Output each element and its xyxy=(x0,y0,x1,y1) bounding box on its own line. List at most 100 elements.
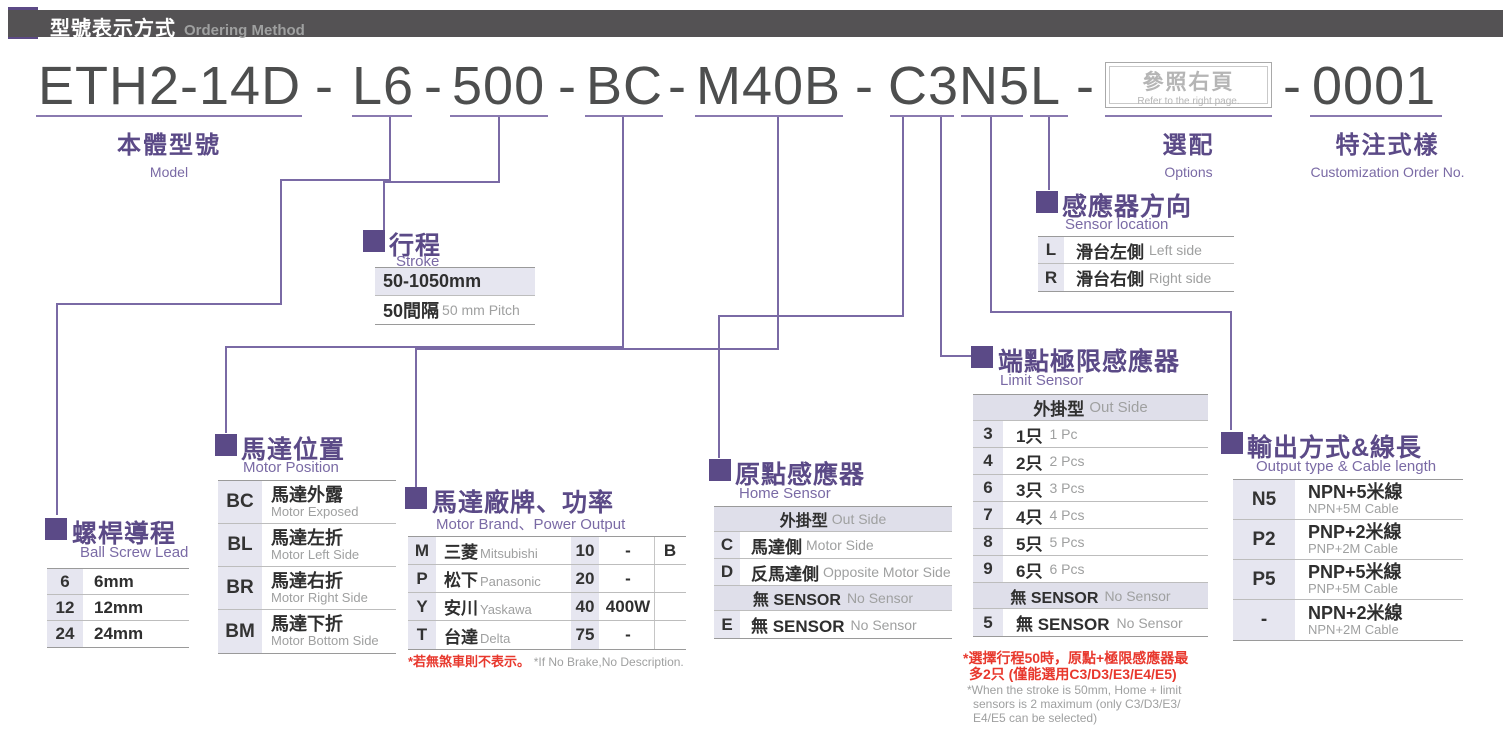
row-code: 6 xyxy=(973,475,1003,501)
connector-limit xyxy=(940,117,942,357)
group-en: No Sensor xyxy=(846,590,914,606)
motor-position-title: 馬達位置 xyxy=(241,436,346,464)
row-code: 4 xyxy=(973,448,1003,474)
row-cjk: NPN+2米線 xyxy=(1308,602,1403,623)
row-en: Motor Right Side xyxy=(271,589,368,605)
table-group-header: 外掛型 Out Side xyxy=(714,507,952,532)
row-cjk: 2只 xyxy=(1016,453,1043,473)
connector-brand xyxy=(415,348,417,487)
row-code: BL xyxy=(218,524,262,566)
model-seg-serial: 0001 xyxy=(1312,56,1437,116)
row-code: M xyxy=(408,537,436,564)
output-type-title: 輸出方式&線長 xyxy=(1247,434,1423,462)
table-row: 6 6mm xyxy=(47,569,189,595)
motor-position-table: BC 馬達外露 Motor Exposed BL 馬達左折 Motor Left… xyxy=(218,480,396,654)
table-row: 4 2只 2 Pcs xyxy=(973,448,1208,475)
home-sensor-subtitle: Home Sensor xyxy=(739,485,831,502)
page-title-en: Ordering Method xyxy=(184,22,305,39)
motor-brand-marker-icon xyxy=(405,487,427,509)
limit-sensor-table: 外掛型 Out Side 3 1只 1 Pc 4 2只 2 Pcs 6 3只 3… xyxy=(973,394,1208,637)
row-brand-en: Delta xyxy=(480,630,511,646)
row-code: Y xyxy=(408,593,436,620)
row-code: - xyxy=(1233,600,1295,640)
label-model: 本體型號 Model xyxy=(64,125,274,180)
stroke-title: 行程 xyxy=(389,232,442,260)
output-type-subtitle: Output type & Cable length xyxy=(1256,458,1437,475)
row-code: L xyxy=(1038,237,1064,263)
row-cjk: PNP+5米線 xyxy=(1308,562,1402,583)
model-seg-position: BC xyxy=(586,56,664,116)
row-en: PNP+5M Cable xyxy=(1308,581,1398,597)
row-code: BM xyxy=(218,610,262,653)
underline-home-limit xyxy=(890,115,954,117)
row-en: 3 Pcs xyxy=(1049,480,1085,496)
row-en: No Sensor xyxy=(850,616,917,633)
table-row: P5 PNP+5米線 PNP+5M Cable xyxy=(1233,560,1463,600)
row-en: No Sensor xyxy=(1116,614,1183,631)
row-code: BC xyxy=(218,481,262,523)
row-cjk: 無 SENSOR xyxy=(1016,615,1110,634)
group-cjk: 外掛型 xyxy=(779,513,828,530)
table-row: P2 PNP+2米線 PNP+2M Cable xyxy=(1233,520,1463,560)
connector-output xyxy=(1230,311,1232,430)
model-dash: - xyxy=(558,56,577,116)
motor-brand-note-en: *If No Brake,No Description. xyxy=(533,655,684,669)
row-en: Motor Side xyxy=(806,537,874,553)
row-cjk: 3只 xyxy=(1016,480,1043,500)
group-en: No Sensor xyxy=(1104,587,1171,604)
limit-sensor-note: *選擇行程50時，原點+極限感應器最 多2只 (僅能選用C3/D3/E3/E4/… xyxy=(963,650,1188,726)
row-code: 24 xyxy=(47,621,83,647)
row-label: 12mm xyxy=(94,597,144,617)
row-en: Opposite Motor Side xyxy=(823,564,951,580)
sensor-location-table: L 滑台左側 Left side R 滑台右側 Right side xyxy=(1038,236,1234,292)
underline-body xyxy=(36,115,302,117)
output-type-table: N5 NPN+5米線 NPN+5M Cable P2 PNP+2米線 PNP+2… xyxy=(1233,479,1463,641)
connector-lead xyxy=(280,179,282,305)
limit-note-en-3: E4/E5 can be selected) xyxy=(973,710,1098,725)
row-power: - xyxy=(625,625,631,644)
row-brake xyxy=(654,593,685,620)
row-code: R xyxy=(1038,264,1064,291)
row-en: NPN+2M Cable xyxy=(1308,621,1399,637)
connector-brand xyxy=(777,117,779,350)
label-options: 選配 Options xyxy=(1105,125,1272,180)
row-cjk: 馬達左折 xyxy=(271,527,343,548)
row-cjk: 1只 xyxy=(1016,426,1043,446)
row-cjk: 4只 xyxy=(1016,507,1043,527)
row-cjk: 6只 xyxy=(1016,561,1043,581)
row-code: E xyxy=(714,611,740,638)
row-code: P5 xyxy=(1233,560,1295,599)
row-brand-cjk: 三菱 xyxy=(444,543,478,562)
model-seg-body: ETH2-14D xyxy=(38,56,302,116)
model-dash: - xyxy=(424,56,443,116)
row-cjk: 馬達下折 xyxy=(271,614,343,635)
row-cjk: 馬達側 xyxy=(751,537,802,557)
row-cjk: PNP+2米線 xyxy=(1308,522,1402,543)
connector-stroke xyxy=(498,117,500,183)
model-dash: - xyxy=(855,56,874,116)
label-custom-cjk: 特注式樣 xyxy=(1335,132,1440,159)
row-code: C xyxy=(714,532,740,558)
row-en: Motor Exposed xyxy=(271,503,359,519)
row-code: 7 xyxy=(973,502,1003,528)
table-row: 9 6只 6 Pcs xyxy=(973,556,1208,583)
header-bar xyxy=(8,10,1503,37)
motor-position-subtitle: Motor Position xyxy=(243,459,339,476)
limit-note-cjk-2: 多2只 (僅能選用C3/D3/E3/E4/E5) xyxy=(969,666,1177,683)
connector-lead xyxy=(280,179,391,181)
row-power-code: 75 xyxy=(571,621,599,649)
table-row: E 無 SENSOR No Sensor xyxy=(714,611,952,638)
table-row: 7 4只 4 Pcs xyxy=(973,502,1208,529)
row-code: 6 xyxy=(47,569,83,594)
table-row: BC 馬達外露 Motor Exposed xyxy=(218,481,396,524)
table-row: BR 馬達右折 Motor Right Side xyxy=(218,567,396,610)
motor-position-marker-icon xyxy=(215,434,237,456)
options-refer-cjk: 參照右頁 xyxy=(1142,71,1235,94)
row-power-code: 20 xyxy=(571,565,599,592)
row-en: 6 Pcs xyxy=(1049,561,1085,577)
row-label: 6mm xyxy=(94,571,134,591)
